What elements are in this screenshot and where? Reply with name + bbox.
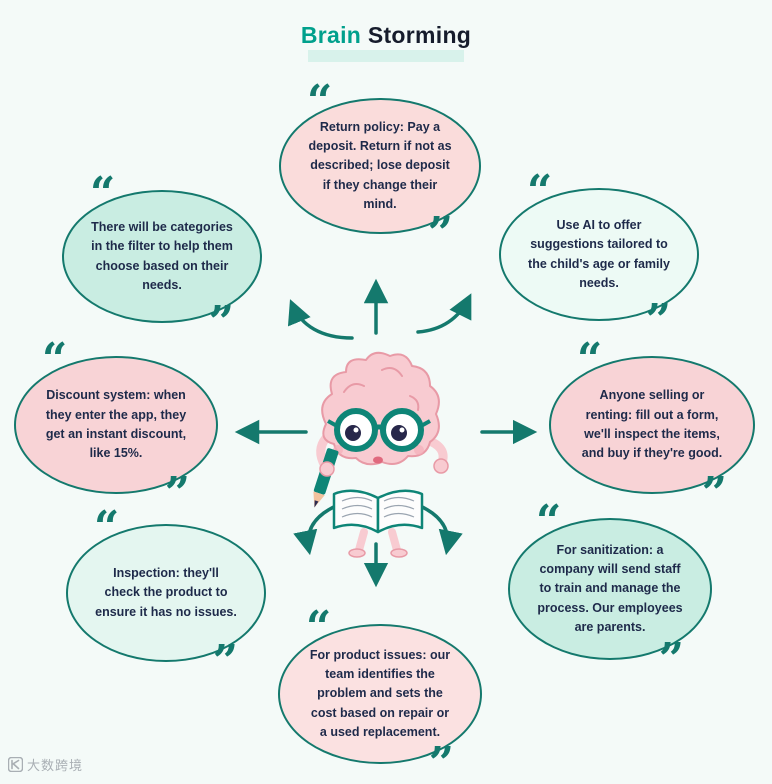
open-book-icon [332,489,424,534]
open-quote-icon: “ [94,502,120,553]
title-highlight: Brain [300,22,362,48]
character-eyes [345,425,407,441]
open-quote-icon: “ [536,496,562,547]
bubble-text: Use AI to offer suggestions tailored to … [528,217,670,290]
character-mouth [373,456,383,464]
page-title-text: Brain Storming [0,22,772,49]
open-quote-icon: “ [90,168,116,219]
watermark-logo-icon [8,757,23,772]
bubble-text: Anyone selling or renting: fill out a fo… [581,388,723,461]
close-quote-icon: ” [208,297,234,348]
arrow-upper-right [416,293,472,334]
bubble-top-center: “ Return policy: Pay a deposit. Return i… [279,80,481,256]
close-quote-icon: ” [645,295,671,346]
watermark-text: 大数跨境 [27,758,84,773]
arrow-upper-left [287,299,354,340]
title-rest: Storming [361,22,472,48]
bubble-text: For sanitization: a company will send st… [537,542,683,635]
character-legs [348,528,408,558]
bubble-text: For product issues: our team identifies … [309,647,451,740]
character-hand-left [319,461,335,477]
bubble-text: Return policy: Pay a deposit. Return if … [308,119,452,212]
close-quote-icon: ” [428,738,454,784]
bubble-upper-left: “ There will be categories in the filter… [62,172,262,345]
bubble-text: There will be categories in the filter t… [91,219,233,292]
brain-character-illustration [313,351,449,558]
bubble-bottom-center: “ For product issues: our team identifie… [278,606,482,784]
bubble-lower-left: “ Inspection: they'll check the product … [66,506,266,684]
close-quote-icon: ” [658,634,684,685]
close-quote-icon: ” [164,468,190,519]
open-quote-icon: “ [306,602,332,653]
bubble-lower-right: “ For sanitization: a company will send … [508,500,712,682]
bubble-upper-right: “ Use AI to offer suggestions tailored t… [499,170,699,343]
watermark: 大数跨境 [8,755,83,774]
bubble-text: Discount system: when they enter the app… [45,388,187,461]
bubble-right: “ Anyone selling or renting: fill out a … [549,338,755,516]
open-quote-icon: “ [577,334,603,385]
bubble-left: “ Discount system: when they enter the a… [14,338,218,516]
close-quote-icon: ” [427,208,453,259]
open-quote-icon: “ [527,166,553,217]
close-quote-icon: ” [701,468,727,519]
page-title: Brain Storming [0,22,772,49]
character-hand-right [433,458,449,474]
close-quote-icon: ” [212,636,238,687]
blush-right [414,445,424,455]
title-underline [308,50,464,62]
open-quote-icon: “ [42,334,68,385]
bubble-text: Inspection: they'll check the product to… [95,565,237,619]
